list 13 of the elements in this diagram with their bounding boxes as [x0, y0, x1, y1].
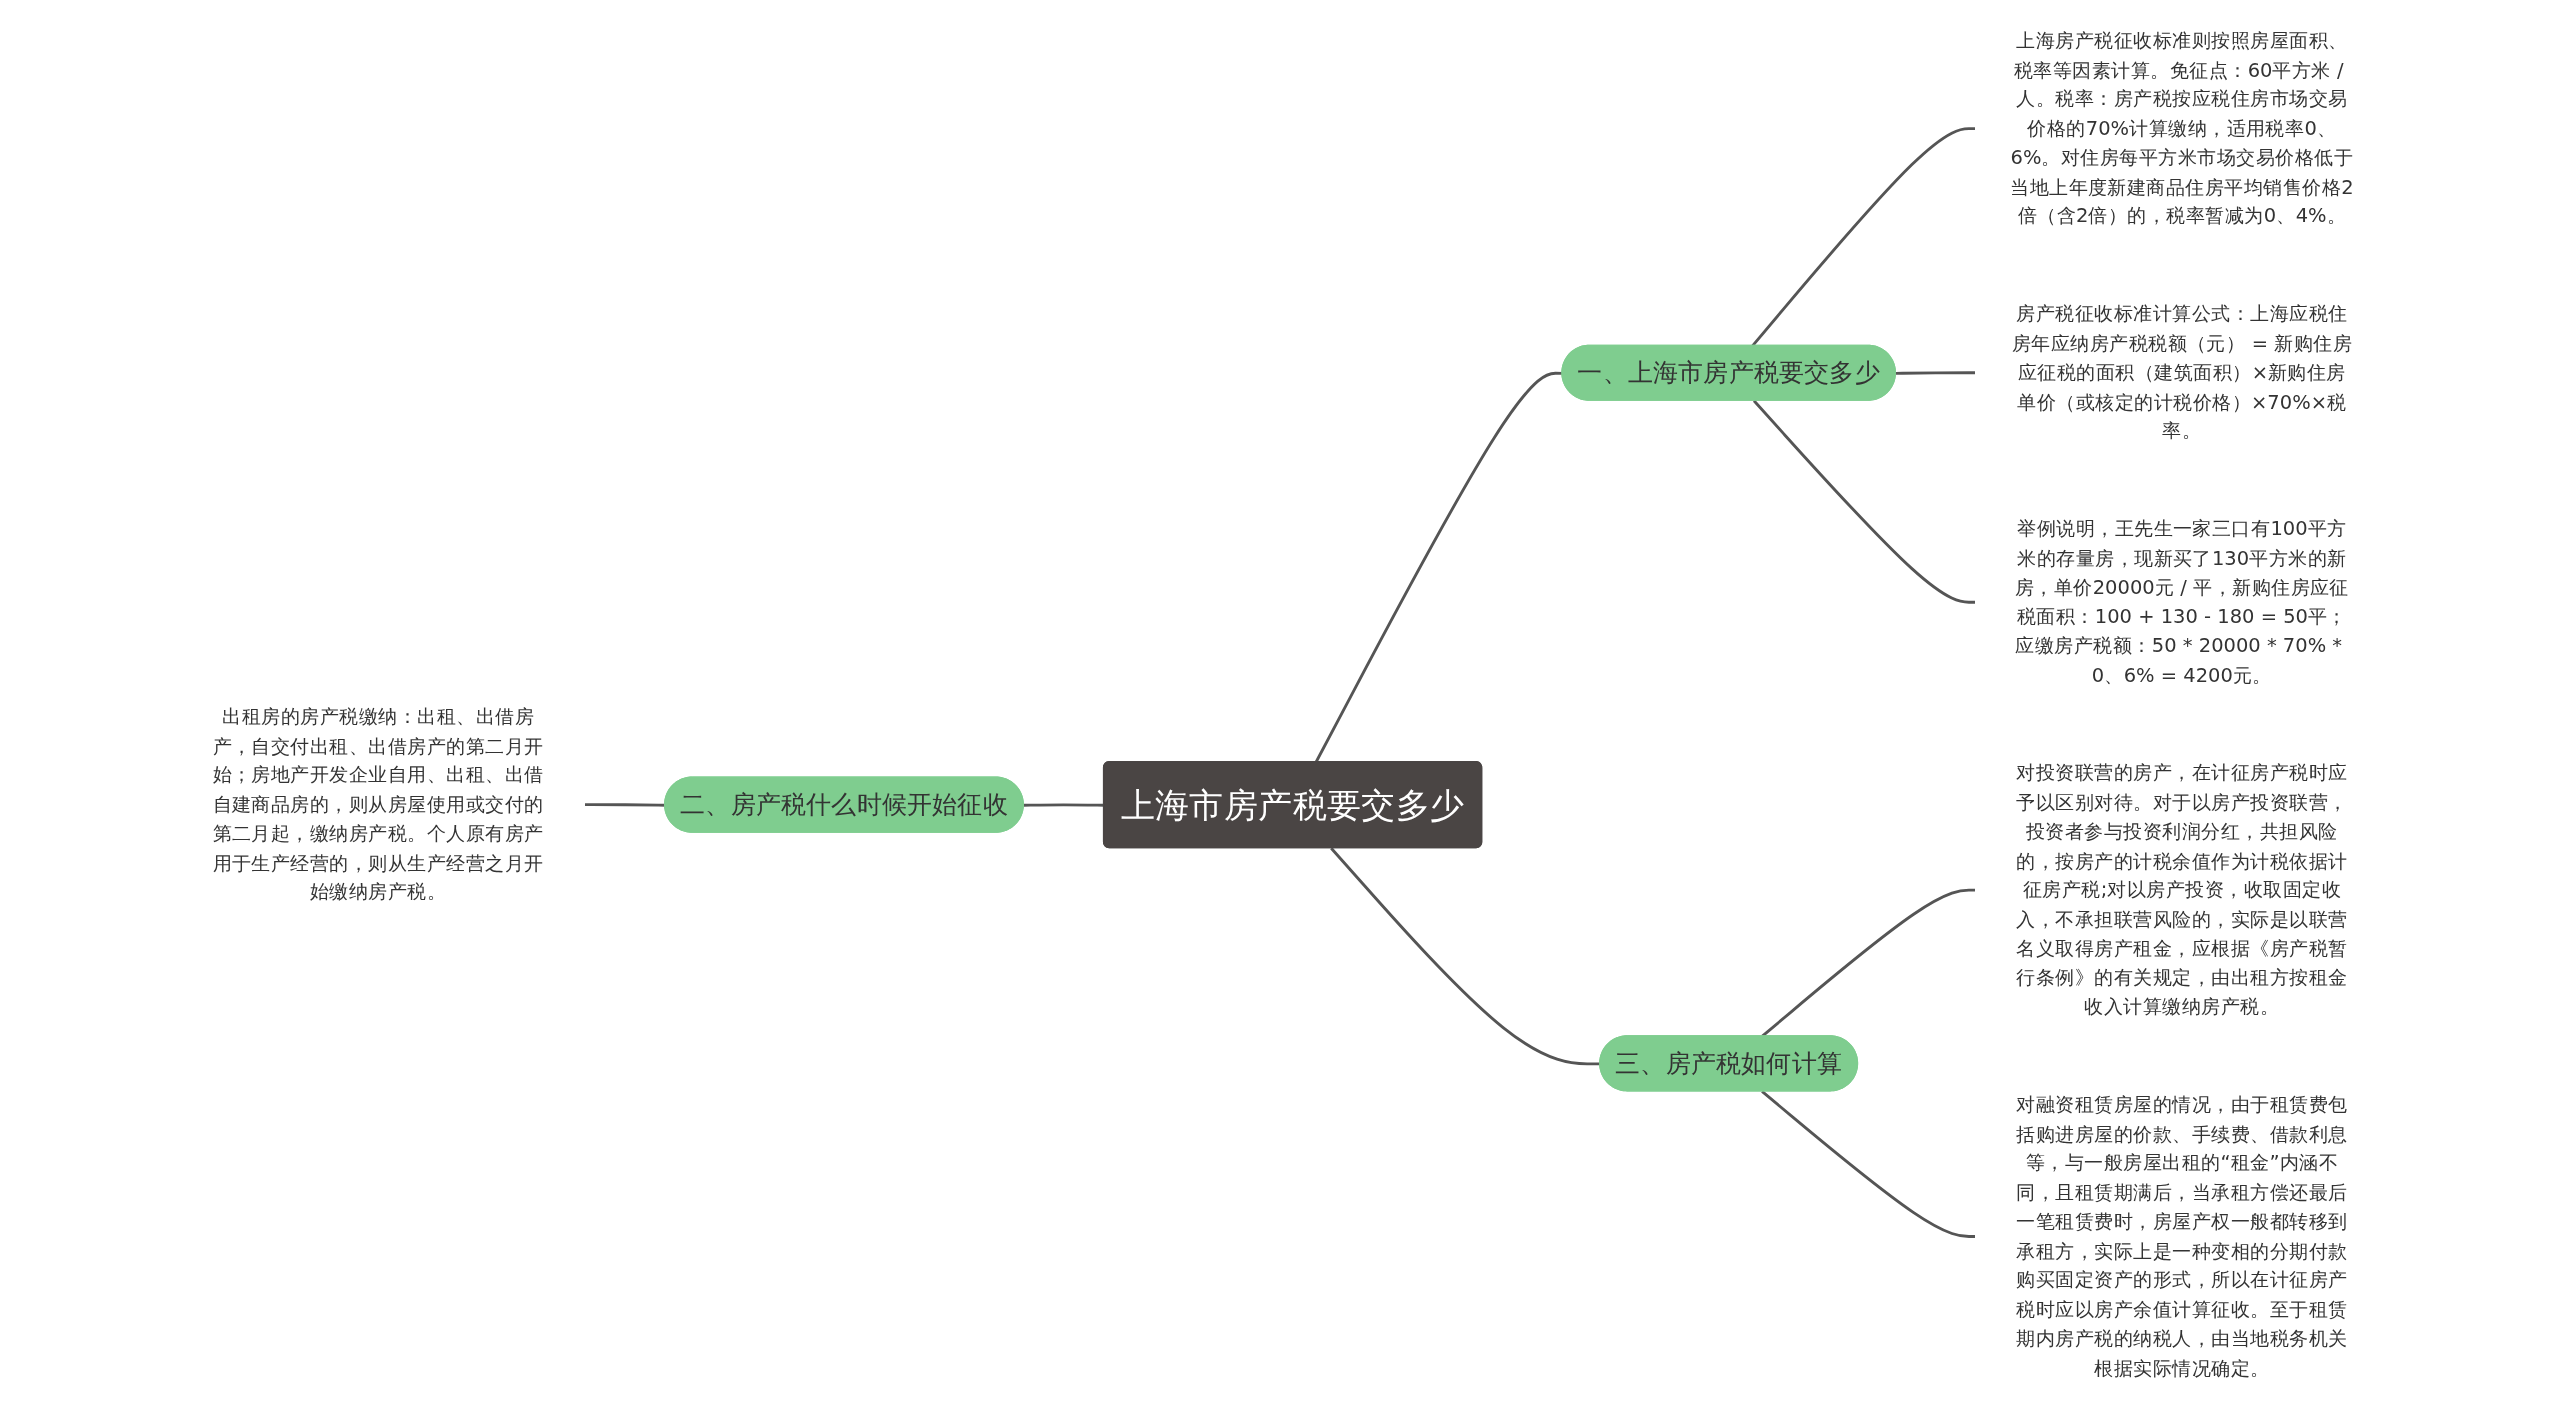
node-text: 房产税征收标准计算公式：上海应税住房年应纳房产税税额（元） = 新购住房应征税的面积（建筑面积）×新购住房单价（或核定的计税价格）×70%×税率。 — [2011, 301, 2353, 442]
node-text: 出租房的房产税缴纳：出租、出借房产，自交付出租、出借房产的第二月开始；房地产开发企业自用、出租、出借自建商品房的，则从房屋使用或交付的第二月起，缴纳房产税。个人原有房产用于生产经营的，则从生产经营之月开始缴纳房产税。 — [212, 704, 544, 903]
connector — [1752, 399, 1976, 604]
node-text: 举例说明，王先生一家三口有100平方米的存量房，现新买了130平方米的新房，单价20000元 / 平，新购住房应征税面积：100 + 130 - 180 = 50平；应缴房产税额：50 * 20000 * 70% * 0、6% = 4200元。 — [2014, 516, 2349, 686]
connector — [1751, 127, 1976, 347]
connector — [1895, 371, 1976, 375]
node-text: 上海房产税征收标准则按照房屋面积、税率等因素计算。免征点：60平方米 / 人。税率：房产税按应税住房市场交易价格的70%计算缴纳，适用税率0、6%。对住房每平方米市场交易价格低于当地上年度新建商品住房平均销售价格2倍（含2倍）的，税率暂减为0、4%。 — [2010, 28, 2354, 227]
connector — [1314, 371, 1563, 763]
connector — [1761, 1090, 1976, 1238]
node-text: 对投资联营的房产，在计征房产税时应予以区别对待。对于以房产投资联营，投资者参与投资利润分红，共担风险的，按房产的计税余值作为计税依据计征房产税;对以房产投资，收取固定收入，不承担联营风险的，实际是以联营名义取得房产租金，应根据《房产税暂行条例》的有关规定，由出租方按租金收入计算缴纳房产税。 — [2016, 760, 2348, 1018]
node-text: 对融资租赁房屋的情况，由于租赁费包括购进房屋的价款、手续费、借款利息等，与一般房屋出租的“租金”内涵不同，且租赁期满后，当承租方偿还最后一笔租赁费时，房屋产权一般都转移到承租方，实际上是一种变相的分期付款购买固定资产的形式，所以在计征房产税时应以房产余值计算征收。至于租赁期内房产税的纳税人，由当地税务机关根据实际情况确定。 — [2016, 1092, 2348, 1379]
connector — [1330, 847, 1601, 1066]
connector — [584, 803, 666, 807]
